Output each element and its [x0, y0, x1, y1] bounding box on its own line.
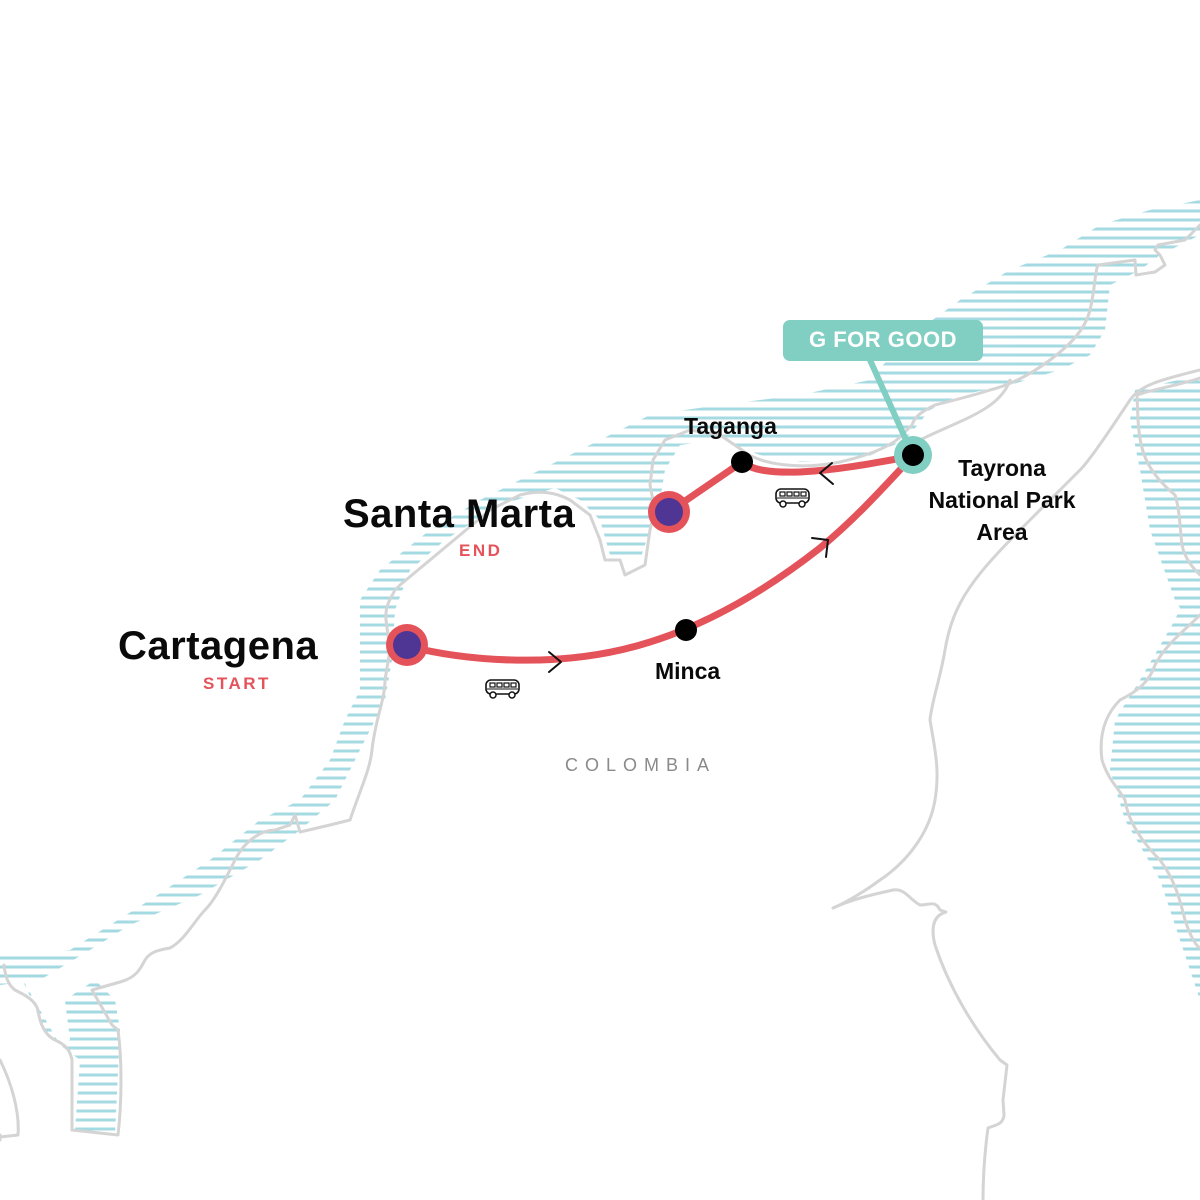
arrow-northeast-icon	[811, 537, 829, 558]
city-label-santa-marta: Santa Marta	[343, 492, 576, 536]
arrow-right-icon	[548, 651, 562, 673]
city-label-minca: Minca	[655, 658, 721, 684]
start-tag: START	[203, 674, 271, 693]
city-label-tayrona: Tayrona National Park Area	[912, 452, 1092, 548]
g-for-good-badge[interactable]: G FOR GOOD	[783, 320, 983, 361]
city-label-taganga: Taganga	[684, 413, 777, 439]
stop-marker-taganga[interactable]	[731, 451, 753, 473]
tayrona-line-2: National Park	[928, 487, 1076, 513]
end-tag: END	[459, 541, 503, 560]
city-label-cartagena: Cartagena	[118, 624, 319, 668]
end-marker-santa-marta[interactable]	[648, 491, 690, 533]
stop-marker-tayrona[interactable]	[894, 436, 932, 474]
bus-icon	[485, 679, 520, 699]
direction-arrows	[548, 462, 834, 673]
badge-connector	[867, 357, 909, 443]
start-marker-cartagena[interactable]	[386, 624, 428, 666]
country-label: COLOMBIA	[565, 755, 717, 775]
tayrona-line-3: Area	[976, 519, 1028, 545]
coastline	[0, 223, 1200, 1200]
arrow-left-icon	[819, 462, 834, 485]
stop-marker-minca[interactable]	[675, 619, 697, 641]
bus-icon	[775, 488, 810, 508]
route-cartagena-minca-tayrona	[403, 452, 917, 664]
tayrona-line-1: Tayrona	[958, 455, 1046, 481]
route-tayrona-taganga	[738, 452, 917, 476]
